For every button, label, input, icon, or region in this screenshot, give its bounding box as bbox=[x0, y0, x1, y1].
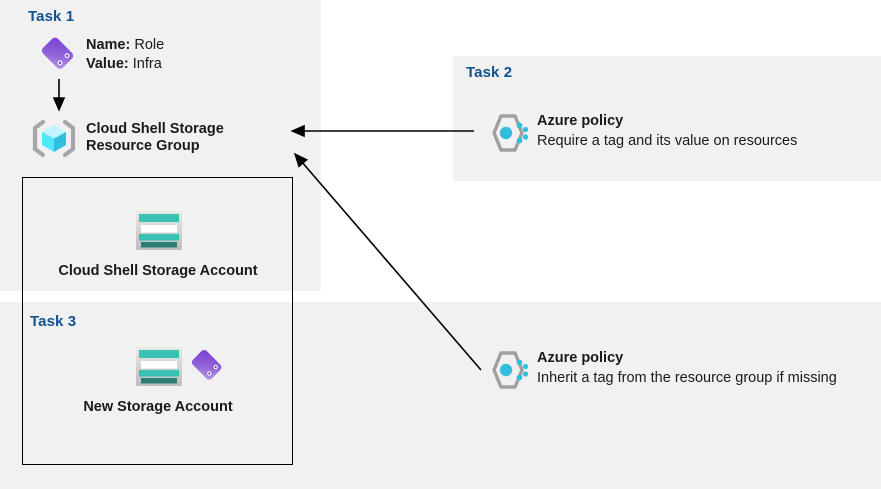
task2-panel bbox=[453, 56, 881, 181]
cloud-shell-storage-account-label: Cloud Shell Storage Account bbox=[58, 263, 258, 279]
tag-value-value: Infra bbox=[132, 56, 162, 72]
tag-name-value: Role bbox=[134, 37, 165, 53]
tag-key-value-text: Name: Role Value: Infra bbox=[86, 36, 164, 74]
storage-account-icon bbox=[133, 344, 185, 389]
tag-name-key: Name: bbox=[86, 37, 131, 53]
task1-label: Task 1 bbox=[28, 8, 75, 25]
azure-policy-icon bbox=[484, 347, 530, 393]
azure-policy-title: Azure policy bbox=[537, 350, 624, 366]
storage-accounts-group-box bbox=[22, 177, 293, 465]
task2-label: Task 2 bbox=[466, 64, 513, 81]
azure-policy-description: Inherit a tag from the resource group if… bbox=[537, 370, 837, 386]
new-storage-account-label: New Storage Account bbox=[83, 399, 233, 415]
resource-group-label: Cloud Shell Storage Resource Group bbox=[86, 121, 224, 154]
tag-icon bbox=[190, 348, 228, 384]
task3-label: Task 3 bbox=[30, 313, 77, 330]
tag-value-key: Value: bbox=[86, 56, 129, 72]
azure-policy-icon bbox=[484, 110, 530, 156]
storage-account-icon bbox=[133, 208, 185, 253]
resource-group-icon bbox=[30, 116, 78, 161]
azure-policy-title: Azure policy bbox=[537, 113, 624, 129]
tag-icon bbox=[40, 36, 80, 74]
azure-policy-description: Require a tag and its value on resources bbox=[537, 133, 798, 149]
